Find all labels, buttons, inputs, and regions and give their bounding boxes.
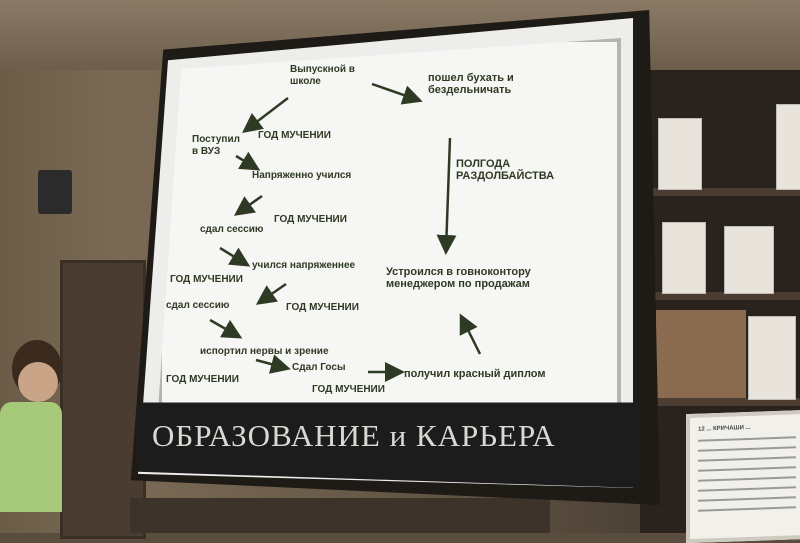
arrow — [436, 137, 457, 255]
arrow — [219, 246, 251, 267]
slide — [158, 38, 621, 426]
label-state-exams: Сдал Госы — [292, 362, 346, 373]
wall-speaker — [38, 170, 72, 214]
arrow — [235, 151, 261, 171]
desk — [130, 498, 550, 533]
green-sweater — [0, 402, 62, 512]
arrow — [209, 318, 243, 339]
shelf-board — [640, 398, 800, 406]
slide-title: ОБРАЗОВАНИЕ и КАРЬЕРА — [152, 418, 556, 453]
label-session: сдал сессию — [200, 224, 264, 235]
label-party: пошел бухать и бездельничать — [428, 72, 514, 96]
book — [724, 226, 774, 294]
label-year-of-torment: ГОД МУЧЕНИИ — [170, 274, 243, 285]
shelf-board — [640, 292, 800, 300]
slide-title-band — [138, 402, 638, 488]
label-studied-hard: Напряженно учился — [252, 170, 352, 181]
label-nerves: испортил нервы и зрение — [200, 346, 329, 357]
label-half-year: ПОЛГОДА РАЗДОЛБАЙСТВА — [456, 158, 555, 182]
book-row — [748, 316, 796, 400]
shelf-board — [640, 188, 800, 196]
arrow — [242, 97, 289, 134]
label-job: Устроился в говноконтору менеджером по п… — [386, 266, 531, 290]
label-year-of-torment: ГОД МУЧЕНИИ — [258, 130, 331, 141]
label-year-of-torment: ГОД МУЧЕНИИ — [274, 214, 347, 225]
arrow — [255, 282, 287, 305]
label-year-of-torment: ГОД МУЧЕНИИ — [312, 384, 385, 395]
label-studied-harder: учился напряженнее — [252, 260, 356, 271]
label-year-of-torment: ГОД МУЧЕНИИ — [166, 374, 239, 385]
arrow — [255, 354, 291, 374]
book-row — [656, 310, 746, 398]
arrow — [371, 82, 423, 105]
face — [18, 362, 58, 402]
label-graduation: Выпускной в школе — [290, 64, 355, 87]
arrow — [459, 313, 482, 355]
label-session: сдал сессию — [166, 300, 230, 311]
arrow — [233, 194, 263, 216]
label-red-diploma: получил красный диплом — [404, 368, 546, 380]
label-entered-vuz: Поступил в ВУЗ — [192, 134, 240, 157]
book — [776, 104, 800, 190]
book — [658, 118, 702, 190]
person-seated — [0, 340, 70, 533]
label-year-of-torment: ГОД МУЧЕНИИ — [286, 302, 359, 313]
book — [662, 222, 706, 294]
